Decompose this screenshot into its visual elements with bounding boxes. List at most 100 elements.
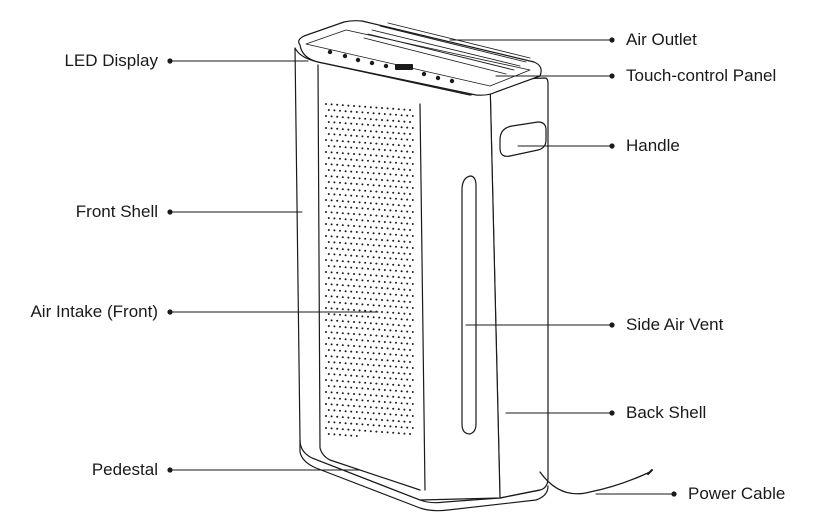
perforation-dot <box>386 143 389 146</box>
perforation-dot <box>397 336 400 339</box>
perforation-dot <box>383 185 386 187</box>
perforation-dot <box>369 298 372 301</box>
perforation-dot <box>403 432 406 435</box>
perforation-dot <box>358 237 361 240</box>
perforation-dot <box>395 401 397 404</box>
perforation-dot <box>381 335 383 337</box>
perforation-dot <box>353 417 355 419</box>
perforation-dot <box>330 115 333 118</box>
perforation-dot <box>341 392 344 395</box>
perforation-dot <box>325 187 327 189</box>
perforation-dot <box>392 347 395 350</box>
perforation-dot <box>341 332 344 335</box>
perforation-dot <box>409 205 411 207</box>
perforation-dot <box>355 303 358 305</box>
perforation-dot <box>411 115 414 117</box>
perforation-dot <box>344 302 347 305</box>
perforation-dot <box>411 319 414 321</box>
perforation-dot <box>330 355 333 358</box>
perforation-dot <box>367 351 369 354</box>
perforation-dot <box>341 140 344 143</box>
perforation-dot <box>406 150 409 153</box>
perforation-dot <box>411 415 414 417</box>
perforation-dot <box>406 294 409 297</box>
perforation-dot <box>395 389 397 392</box>
perforation-dot <box>367 339 369 342</box>
perforation-dot <box>397 312 400 315</box>
perforation-dot <box>339 385 341 388</box>
perforation-dot <box>392 323 395 326</box>
perforation-dot <box>389 353 392 356</box>
perforation-dot <box>372 400 375 403</box>
perforation-dot <box>336 247 339 250</box>
perforation-dot <box>355 267 358 269</box>
bullet-led-display <box>167 58 173 64</box>
perforation-dot <box>344 122 347 125</box>
perforation-dot <box>397 192 400 195</box>
perforation-dot <box>389 425 392 428</box>
perforation-dot <box>330 247 333 250</box>
perforation-dot <box>325 103 327 105</box>
perforation-dot <box>395 221 397 224</box>
perforation-dot <box>347 356 350 359</box>
perforation-dot <box>395 305 397 308</box>
perforation-dot <box>395 329 397 332</box>
perforation-dot <box>367 147 369 150</box>
perforation-dot <box>378 136 381 139</box>
perforation-dot <box>403 204 406 207</box>
perforation-dot <box>378 112 381 115</box>
perforation-dot <box>409 229 411 231</box>
perforation-dot <box>344 422 347 425</box>
perforation-dot <box>383 425 386 427</box>
perforation-dot <box>325 331 327 333</box>
perforation-dot <box>330 295 333 298</box>
perforation-dot <box>406 330 409 333</box>
perforation-dot <box>344 194 347 197</box>
perforation-dot <box>400 414 403 417</box>
perforation-dot <box>369 430 372 433</box>
perforation-dot <box>330 379 333 382</box>
perforation-dot <box>358 249 361 252</box>
perforation-dot <box>344 314 347 317</box>
perforation-dot <box>353 213 355 215</box>
perforation-dot <box>389 173 392 176</box>
perforation-dot <box>375 262 378 265</box>
perforation-dot <box>333 361 336 364</box>
perforation-dot <box>400 330 403 333</box>
perforation-dot <box>411 331 414 333</box>
perforation-dot <box>339 325 341 328</box>
perforation-dot <box>327 325 330 327</box>
perforation-dot <box>395 125 397 128</box>
perforation-dot <box>333 121 336 124</box>
perforation-dot <box>339 265 341 268</box>
perforation-dot <box>389 197 392 200</box>
perforation-dot <box>411 403 414 405</box>
perforation-dot <box>333 421 336 424</box>
perforation-dot <box>406 426 409 429</box>
perforation-dot <box>367 303 369 306</box>
perforation-dot <box>341 368 344 371</box>
perforation-dot <box>400 258 403 261</box>
label-front-shell: Front Shell <box>75 202 158 221</box>
perforation-dot <box>367 291 369 294</box>
perforation-dot <box>325 415 327 417</box>
perforation-dot <box>381 203 383 205</box>
perforation-dot <box>339 277 341 280</box>
perforation-dot <box>378 328 381 331</box>
perforation-dot <box>325 175 327 177</box>
perforation-dot <box>397 240 400 243</box>
perforation-dot <box>327 205 330 207</box>
perforation-dot <box>364 117 367 120</box>
perforation-dot <box>403 132 406 135</box>
perforation-dot <box>358 225 361 228</box>
perforation-dot <box>350 386 353 389</box>
perforation-dot <box>375 166 378 169</box>
power-cable-plug <box>647 469 653 475</box>
perforation-dot <box>383 221 386 223</box>
perforation-dot <box>392 287 395 290</box>
perforation-dot <box>403 360 406 363</box>
perforation-dot <box>411 199 414 201</box>
perforation-dot <box>392 191 395 194</box>
perforation-dot <box>350 122 353 125</box>
perforation-dot <box>372 292 375 295</box>
